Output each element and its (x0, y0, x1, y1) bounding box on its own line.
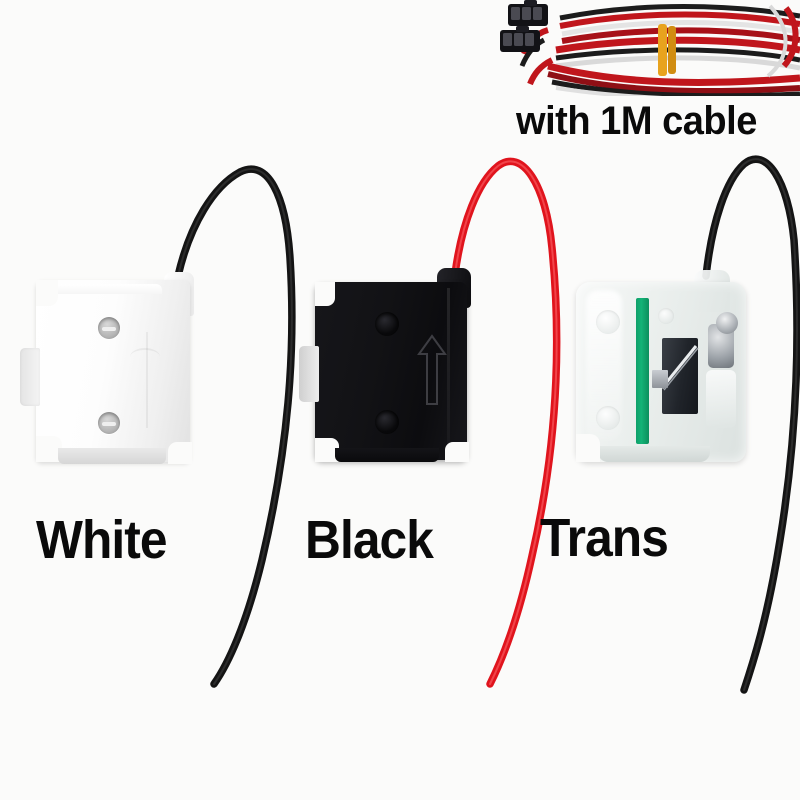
wire-trans (702, 155, 800, 694)
housing-window (706, 370, 736, 428)
sensor-body-white (36, 280, 190, 462)
mounting-boss (596, 406, 620, 430)
sensor-black (297, 268, 487, 473)
body-notch (315, 282, 335, 306)
screw-hole (98, 412, 120, 434)
variant-label-white: White (36, 510, 168, 570)
wire-white (174, 165, 296, 688)
direction-arrow-icon (417, 334, 447, 405)
wire-loops (547, 4, 800, 96)
cable-tie (658, 24, 676, 76)
metal-screw (716, 312, 738, 334)
body-seam (146, 332, 148, 428)
connector-upper (508, 0, 548, 26)
mounting-boss (658, 308, 674, 324)
pcb-strip (636, 298, 649, 444)
variant-label-trans: Trans (540, 508, 669, 568)
body-notch (36, 280, 58, 306)
screw-hole (375, 312, 399, 336)
direction-arrow-icon (130, 348, 160, 366)
sensor-base-foot (598, 446, 710, 462)
sensor-base-foot (335, 448, 439, 462)
body-notch (36, 436, 62, 462)
body-notch (576, 434, 600, 462)
variant-label-black: Black (305, 510, 434, 570)
sensor-base-foot (58, 448, 166, 464)
body-seam (447, 288, 450, 448)
switch-pins (652, 370, 668, 388)
side-tab-white (20, 348, 40, 406)
screw-hole (98, 317, 120, 339)
connector-lower (500, 26, 540, 52)
cable-length-caption: with 1M cable (516, 99, 757, 143)
side-tab-black (299, 346, 319, 402)
body-notch (168, 442, 192, 464)
body-notch (445, 442, 469, 462)
sensor-trans (566, 270, 766, 474)
mounting-boss (596, 310, 620, 334)
screw-hole (375, 410, 399, 434)
sensor-white (18, 272, 208, 472)
